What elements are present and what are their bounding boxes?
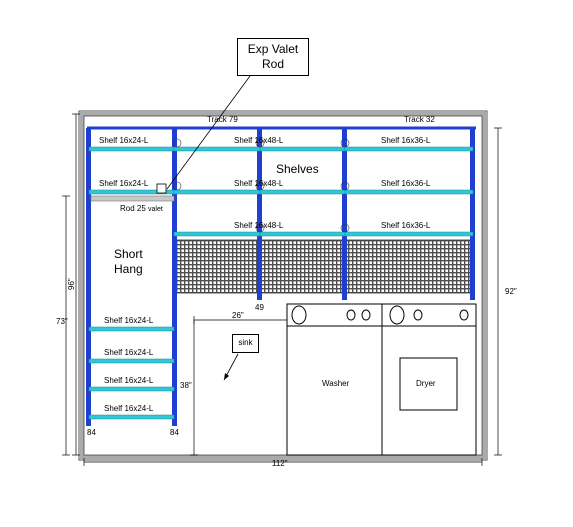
shelf-label-middle-3: Shelf 16x48-L [234,221,284,230]
upright-mid-1 [257,128,262,300]
shelf-label-lower-1: Shelf 16x24-L [104,316,154,325]
shelf-label-right-1: Shelf 16x36-L [381,136,431,145]
track-left-label: Track 79 [207,115,238,124]
upper-shelf-bars [88,146,474,237]
shelf-label-lower-3: Shelf 16x24-L [104,376,154,385]
zone-label-short: Short [114,247,143,261]
shelf-label-left-top: Shelf 16x24-L [99,136,149,145]
washer-body [286,303,383,456]
dimension-depth-26: 26" [232,311,244,320]
bracket-markers [172,138,350,233]
valet-label: valet [148,206,163,213]
shelf-label-middle-2: Shelf 16x48-L [234,179,284,188]
upright-right [470,128,475,300]
upright-left-inner [172,128,177,426]
upright-mid-2 [342,128,347,300]
lower-shelf-bars [88,326,175,420]
sink-callout: sink [232,334,259,353]
shelf-label-lower-2: Shelf 16x24-L [104,348,154,357]
callout-leader-line [166,75,251,190]
upright-length-left-inner: 84 [170,428,179,437]
rod-label: Rod 25 [120,204,146,213]
shelf-label-right-2: Shelf 16x36-L [381,179,431,188]
shelf-label-middle-1: Shelf 16x48-L [234,136,284,145]
callout-line-1: Exp Valet [247,42,299,56]
sink-label: sink [238,338,253,347]
dimension-lines [62,113,502,466]
appliance-controls [291,305,469,325]
dryer-door [399,357,458,411]
shelf-label-lower-4: Shelf 16x24-L [104,404,154,413]
dimension-width: 112" [272,459,288,468]
dimension-height-96: 96" [67,278,76,290]
dryer-label: Dryer [416,379,436,388]
washer-label: Washer [322,379,350,388]
zone-label-shelves: Shelves [276,162,319,176]
upright-left-outer [86,128,91,426]
room-wall-outer [78,110,488,461]
valet-rod-callout: Exp Valet Rod [237,38,309,76]
track-right-label: Track 32 [404,115,435,124]
hanging-rod [90,195,175,202]
upright-length-left-outer: 84 [87,428,96,437]
shelf-label-right-3: Shelf 16x36-L [381,221,431,230]
valet-rod-marker [156,183,167,194]
shelf-label-left-second: Shelf 16x24-L [99,179,149,188]
dimension-height-73: 73" [56,317,68,326]
callout-line-2: Rod [261,57,284,71]
dimension-height-92: 92" [505,287,517,296]
upright-length-mid-1: 49 [255,303,264,312]
zone-label-hang: Hang [114,262,143,276]
room-wall-inner [80,112,486,459]
wire-mesh-basket [175,239,473,294]
dimension-height-38: 38" [180,381,192,390]
